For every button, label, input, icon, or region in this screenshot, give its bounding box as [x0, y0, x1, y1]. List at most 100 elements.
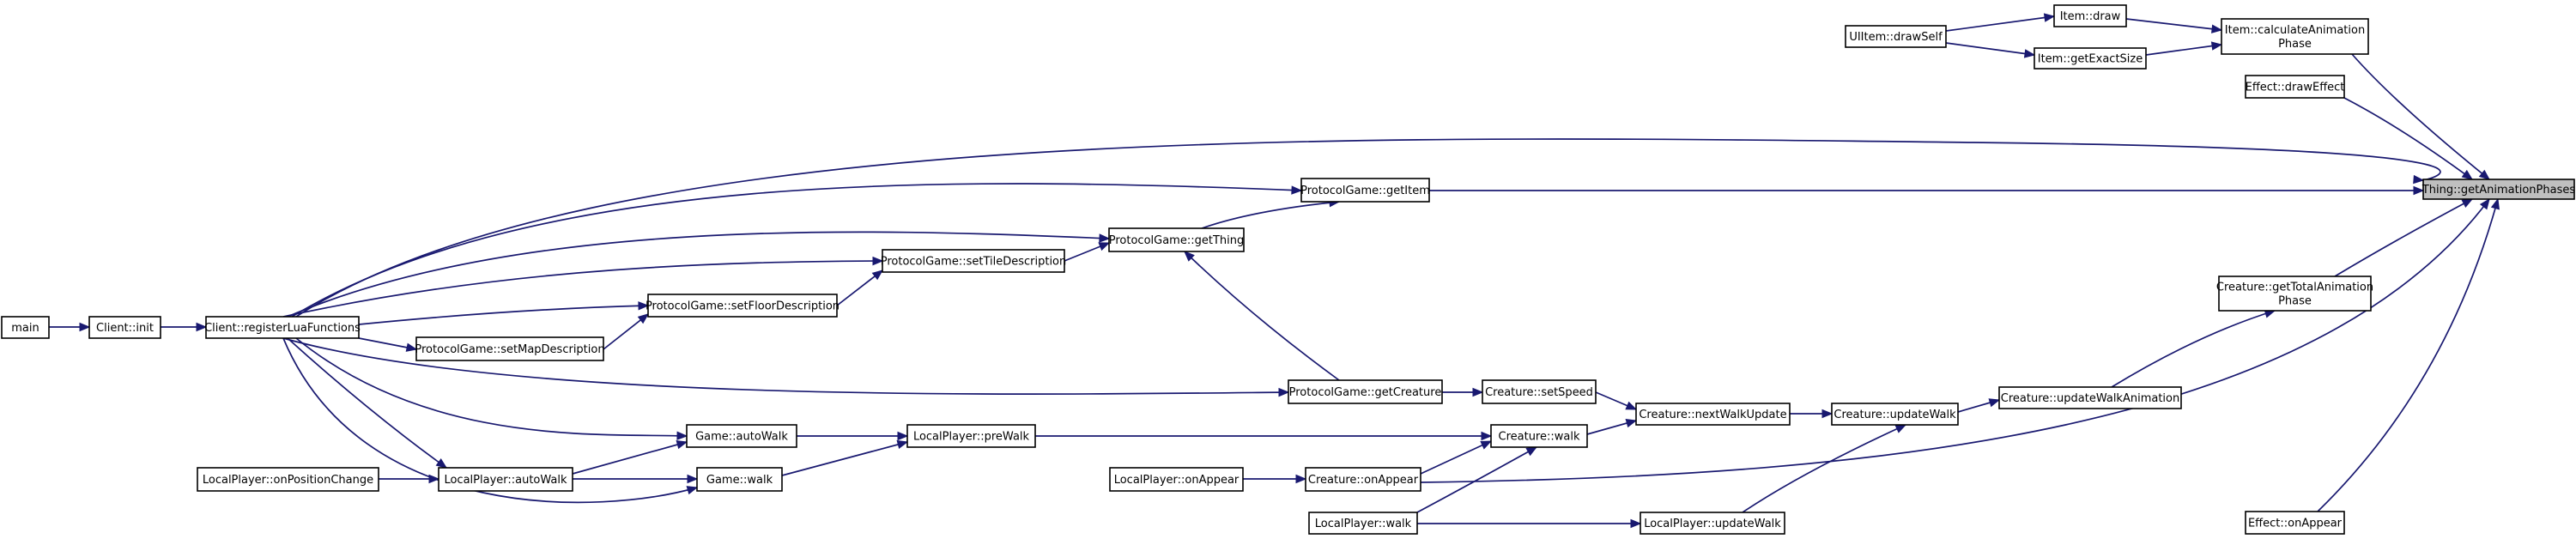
edge-creature_walk-to-creature_nextWalkUpdate — [1586, 419, 1638, 435]
node-item-getExactSize[interactable]: Item::getExactSize — [2034, 47, 2147, 70]
node-protocolgame-getCreature[interactable]: ProtocolGame::getCreature — [1288, 379, 1443, 404]
node-label: LocalPlayer::autoWalk — [444, 474, 567, 487]
node-effect-onAppear[interactable]: Effect::onAppear — [2245, 511, 2345, 535]
node-main[interactable]: main — [1, 316, 50, 339]
node-label: Creature::getTotalAnimation — [2216, 282, 2373, 294]
arrow-head-icon — [2043, 13, 2056, 22]
node-game-autoWalk[interactable]: Game::autoWalk — [686, 424, 797, 448]
arrow-head-icon — [686, 486, 699, 495]
edge-line — [282, 337, 1289, 395]
edge-line — [282, 260, 883, 318]
edge-localplayer_updateWalk-to-creature_updateWalk — [1742, 424, 1907, 513]
edge-uiitem_drawSelf-to-item_draw — [1945, 13, 2056, 32]
arrow-head-icon — [896, 439, 909, 450]
arrow-head-icon — [2023, 49, 2036, 58]
node-box — [1831, 403, 1959, 426]
node-creature-onAppear[interactable]: Creature::onAppear — [1305, 467, 1421, 492]
edge-creature_updateWalk-to-creature_updateWalkAnimation — [1957, 398, 2001, 413]
node-protocolgame-setTileDescription[interactable]: ProtocolGame::setTileDescription — [881, 249, 1067, 273]
node-client-registerLuaFunctions[interactable]: Client::registerLuaFunctions — [204, 316, 361, 339]
edge-localplayer_autoWalk-to-game_autoWalk — [572, 440, 688, 475]
edge-client_registerLuaFunctions-to-protocolgame_setTileDescription — [282, 256, 884, 318]
node-client-init[interactable]: Client::init — [88, 316, 161, 339]
node-localplayer-preWalk[interactable]: LocalPlayer::preWalk — [906, 424, 1036, 448]
node-localplayer-onPositionChange[interactable]: LocalPlayer::onPositionChange — [197, 467, 379, 492]
edge-line — [1416, 446, 1537, 513]
node-box — [686, 424, 797, 448]
node-label: Game::walk — [706, 474, 773, 487]
node-protocolgame-setMapDescription[interactable]: ProtocolGame::setMapDescription — [415, 336, 605, 361]
node-label: Phase — [2278, 38, 2312, 51]
node-box — [2245, 75, 2345, 99]
node-label: LocalPlayer::preWalk — [913, 431, 1030, 444]
node-thing-getAnimationPhases[interactable]: Thing::getAnimationPhases — [2421, 179, 2575, 200]
arrow-head-icon — [871, 270, 884, 281]
node-label: Creature::updateWalk — [1834, 409, 1956, 421]
node-localplayer-walk[interactable]: LocalPlayer::walk — [1308, 512, 1418, 535]
node-protocolgame-getThing[interactable]: ProtocolGame::getThing — [1108, 227, 1245, 252]
arrow-head-icon — [79, 322, 91, 332]
node-localplayer-updateWalk[interactable]: LocalPlayer::updateWalk — [1640, 512, 1785, 535]
edge-client_registerLuaFunctions-to-protocolgame_getItem — [291, 183, 1303, 318]
edge-line — [2317, 198, 2499, 512]
arrow-head-icon — [1099, 233, 1111, 243]
node-box — [1998, 386, 2182, 409]
arrow-head-icon — [638, 301, 650, 311]
edge-localplayer_preWalk-to-creature_walk — [1035, 431, 1493, 441]
node-effect-drawEffect[interactable]: Effect::drawEffect — [2245, 75, 2345, 99]
node-box — [438, 467, 573, 492]
node-uiitem-drawSelf[interactable]: UIItem::drawSelf — [1845, 25, 1947, 48]
edge-line — [2125, 18, 2222, 31]
node-creature-updateWalk[interactable]: Creature::updateWalk — [1831, 403, 1959, 426]
node-label: Item::draw — [2060, 10, 2121, 23]
edge-creature_onAppear-to-thing_getAnimationPhases — [1420, 197, 2490, 483]
edge-client_registerLuaFunctions-to-protocolgame_getCreature — [282, 337, 1290, 397]
node-label: ProtocolGame::getItem — [1300, 185, 1430, 197]
edge-line — [2334, 198, 2473, 277]
node-protocolgame-getItem[interactable]: ProtocolGame::getItem — [1300, 178, 1430, 203]
edge-effect_drawEffect-to-thing_getAnimationPhases — [2343, 97, 2474, 180]
arrow-head-icon — [2211, 24, 2223, 33]
edge-creature_getTotalAnimationPhase-to-thing_getAnimationPhases — [2334, 198, 2474, 277]
edge-line — [572, 441, 688, 475]
arrow-head-icon — [1988, 398, 2001, 408]
edge-line — [2145, 44, 2222, 56]
edge-line — [1945, 42, 2035, 56]
node-box — [906, 424, 1036, 448]
node-box — [1288, 379, 1443, 404]
node-creature-walk[interactable]: Creature::walk — [1490, 424, 1588, 448]
node-creature-nextWalkUpdate[interactable]: Creature::nextWalkUpdate — [1635, 403, 1791, 426]
node-creature-setSpeed[interactable]: Creature::setSpeed — [1482, 379, 1597, 404]
node-creature-updateWalkAnimation[interactable]: Creature::updateWalkAnimation — [1998, 386, 2182, 409]
node-box — [1490, 424, 1588, 448]
node-label: Creature::nextWalkUpdate — [1639, 409, 1786, 421]
edge-protocolgame_setTileDescription-to-protocolgame_getThing — [1064, 242, 1111, 262]
arrow-head-icon — [1625, 419, 1638, 428]
node-game-walk[interactable]: Game::walk — [696, 467, 783, 492]
arrow-head-icon — [1184, 251, 1195, 262]
arrow-head-icon — [1278, 387, 1290, 397]
arrow-head-icon — [1625, 401, 1638, 410]
arrow-head-icon — [1472, 387, 1484, 397]
edge-protocolgame_setMapDescription-to-protocolgame_setFloorDescription — [603, 313, 650, 350]
node-label: Client::registerLuaFunctions — [204, 322, 361, 335]
node-item-draw[interactable]: Item::draw — [2053, 4, 2127, 27]
node-localplayer-onAppear[interactable]: LocalPlayer::onAppear — [1109, 467, 1244, 492]
edge-line — [1742, 424, 1906, 513]
arrow-head-icon — [2479, 197, 2490, 210]
node-box — [415, 336, 604, 361]
edge-effect_onAppear-to-thing_getAnimationPhases — [2317, 197, 2500, 512]
node-localplayer-autoWalk[interactable]: LocalPlayer::autoWalk — [438, 467, 573, 492]
arrow-head-icon — [2210, 41, 2223, 51]
node-protocolgame-setFloorDescription[interactable]: ProtocolGame::setFloorDescription — [646, 294, 839, 318]
edge-protocolgame_getCreature-to-creature_setSpeed — [1442, 387, 1484, 397]
arrow-head-icon — [1821, 409, 1834, 419]
node-label: Client::init — [96, 322, 154, 335]
node-box — [1845, 25, 1947, 48]
node-box — [1635, 403, 1791, 426]
node-label: Creature::walk — [1499, 431, 1580, 444]
edge-line — [358, 305, 649, 325]
